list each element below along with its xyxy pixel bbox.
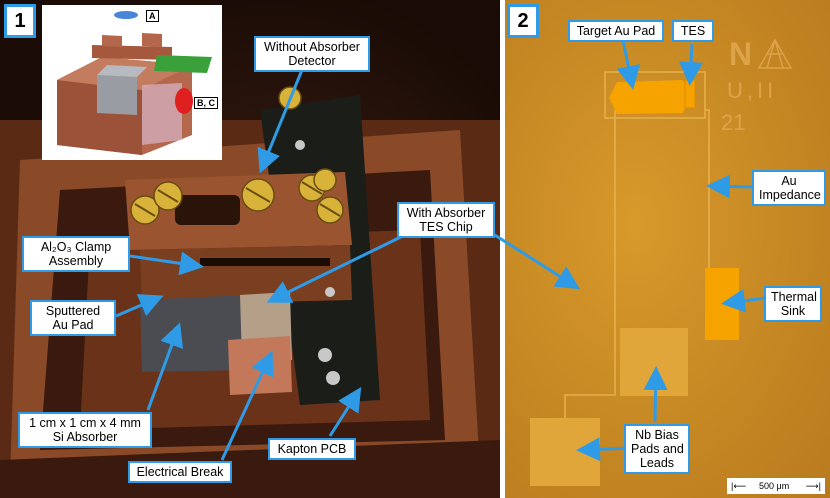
label-tes: TES (672, 20, 714, 42)
panel-number-1: 1 (4, 4, 36, 38)
label-sputtered-au-pad: Sputtered Au Pad (30, 300, 116, 336)
scale-bar-arrow-right: ⟶| (805, 481, 821, 491)
scale-bar-text: 500 μm (759, 481, 790, 491)
source-a-label: A (146, 10, 159, 22)
source-bc-ellipse (175, 88, 193, 114)
label-nb-bias-pads-leads: Nb Bias Pads and Leads (624, 424, 690, 474)
left-lead-trace (564, 110, 616, 420)
scale-bar-arrow-left: |⟵ (731, 481, 747, 491)
nb-bias-pad-lower (530, 418, 600, 486)
chip-number: 21 (721, 110, 746, 135)
chip-logo-n: N (729, 36, 753, 72)
inset-diagram: A B, C (42, 5, 222, 160)
target-au-pad (609, 80, 691, 114)
label-with-absorber-tes-chip: With Absorber TES Chip (397, 202, 495, 238)
nb-bias-pad-upper (620, 328, 688, 396)
logo-triangle (757, 38, 793, 69)
label-au-impedance: Au Impedance (752, 170, 826, 206)
label-thermal-sink: Thermal Sink (764, 286, 822, 322)
label-electrical-break: Electrical Break (128, 461, 232, 483)
source-a-ellipse (114, 11, 138, 19)
label-kapton-pcb: Kapton PCB (268, 438, 356, 460)
label-target-au-pad: Target Au Pad (568, 20, 664, 42)
au-impedance-trace (705, 109, 710, 268)
label-clamp-assembly: Al₂O₃ Clamp Assembly (22, 236, 130, 272)
chip-code: U,II (727, 78, 778, 103)
pad-outline-trace (604, 71, 706, 119)
thermal-sink-pad (705, 268, 739, 340)
tes-sensor (684, 79, 696, 109)
inset-3d-model (57, 11, 212, 155)
label-si-absorber: 1 cm x 1 cm x 4 mm Si Absorber (18, 412, 152, 448)
source-bc-label: B, C (194, 97, 218, 109)
label-without-absorber-detector: Without Absorber Detector (254, 36, 370, 72)
panel-number-2: 2 (507, 4, 539, 38)
scale-bar: |⟵ 500 μm ⟶| (727, 478, 825, 494)
